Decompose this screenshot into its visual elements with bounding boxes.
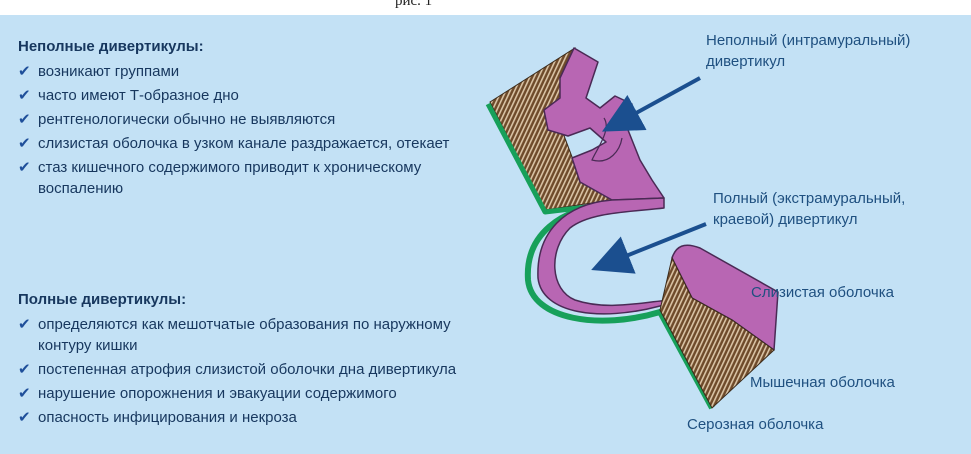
complete-diverticulum-mucosa [538, 198, 676, 314]
incomplete-diverticulum-label: Неполный (интрамуральный) дивертикул [706, 30, 910, 72]
complete-diverticulum-label: Полный (экстрамуральный, краевой) диверт… [713, 188, 905, 230]
label-line: Полный (экстрамуральный, [713, 188, 905, 209]
serosa-label: Серозная оболочка [687, 414, 823, 435]
label-line: дивертикул [706, 51, 910, 72]
incomplete-pointer-arrow [616, 78, 700, 124]
muscular-layer-label: Мышечная оболочка [750, 372, 895, 393]
mucosa-label: Слизистая оболочка [751, 282, 894, 303]
label-line: Неполный (интрамуральный) [706, 30, 910, 51]
label-line: краевой) дивертикул [713, 209, 905, 230]
